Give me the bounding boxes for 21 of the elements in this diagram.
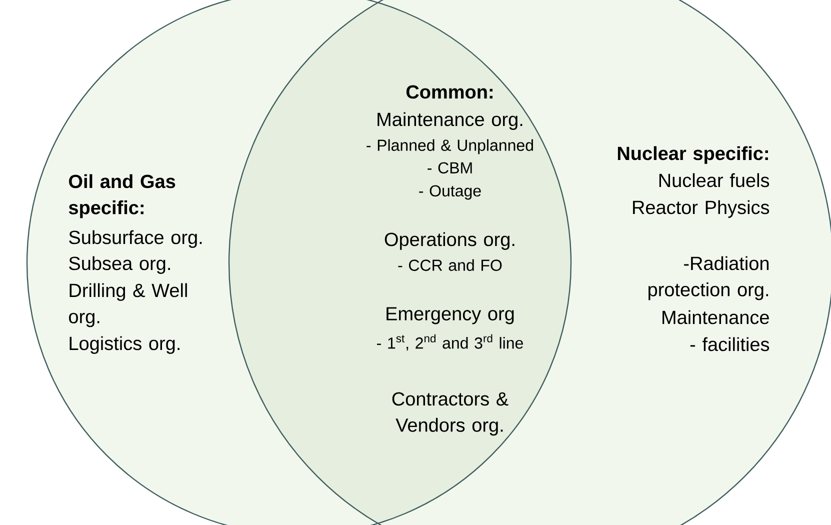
heading: Common: bbox=[406, 85, 492, 99]
venn-label: - Outage bbox=[419, 185, 481, 200]
venn-label: Contractors & Vendors org. bbox=[392, 392, 508, 436]
venn-label: Subsea org. bbox=[69, 256, 170, 274]
venn-label: Logistics org. bbox=[70, 336, 180, 354]
venn-label: Maintenance bbox=[662, 310, 769, 324]
venn-label: - Planned & Unplanned bbox=[366, 139, 533, 154]
venn-label: Maintenance org. bbox=[378, 112, 522, 130]
venn-label: Operations org. bbox=[384, 232, 514, 250]
venn-label: Reactor Physics bbox=[633, 200, 770, 218]
venn-label: Emergency org bbox=[386, 307, 514, 324]
venn-label: - facilities bbox=[690, 337, 770, 352]
venn-label: - CCR and FO bbox=[398, 259, 502, 271]
venn-label: Drilling & Well org. bbox=[69, 283, 187, 328]
venn-label: Nuclear fuels bbox=[659, 173, 770, 188]
venn-label: -Radiation protection org. bbox=[648, 256, 769, 300]
venn-label: - CBM bbox=[428, 162, 472, 174]
heading: Oil and Gas specific: bbox=[68, 174, 176, 218]
heading: Nuclear specific: bbox=[618, 146, 768, 164]
venn-label: Subsurface org. bbox=[69, 230, 202, 248]
venn-label: - 1$^{st}$, 2$^{nd}$ and 3$^{rd}$ line bbox=[377, 334, 523, 351]
